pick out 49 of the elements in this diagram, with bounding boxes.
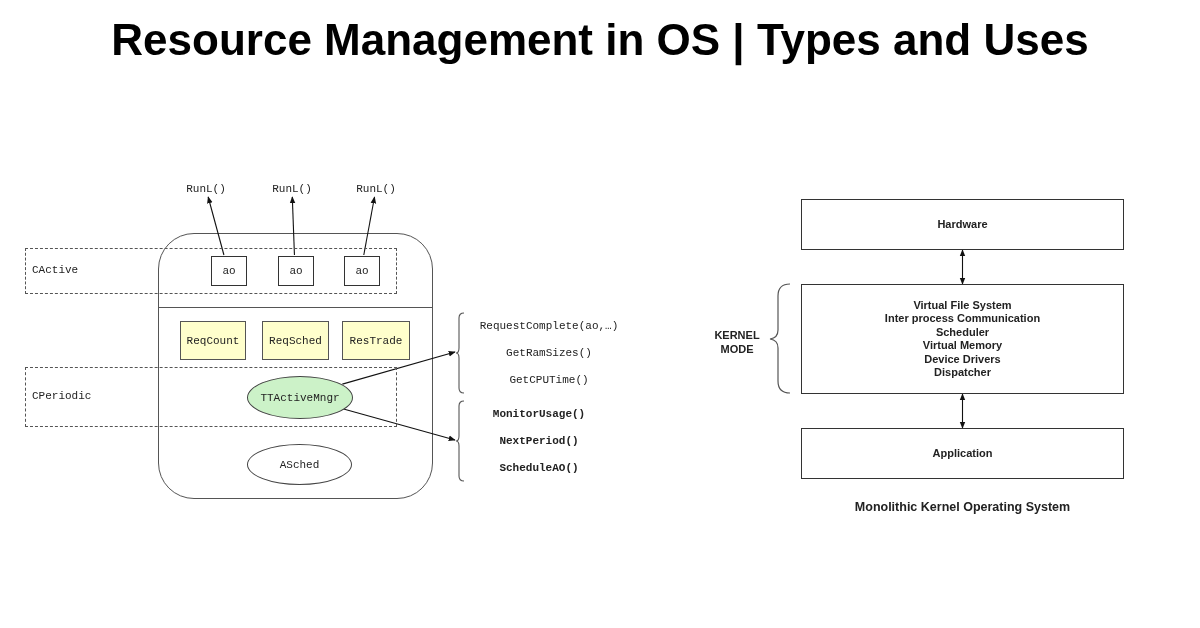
node-label: ResTrade: [349, 334, 403, 347]
arrow: [207, 196, 225, 256]
object-box: [278, 256, 314, 286]
ellipse: [247, 376, 353, 419]
arrow: [363, 196, 377, 256]
function-name: NextPeriod(): [499, 435, 579, 447]
node-label: Dispatcher: [934, 366, 991, 380]
function-name: GetCPUTime(): [509, 374, 589, 387]
node-label: ReqCount: [186, 334, 240, 347]
method-label: RunL(): [346, 181, 406, 197]
arrow: [959, 393, 966, 429]
object-box: [211, 256, 247, 286]
side-label: KERNEL MODE: [713, 328, 761, 356]
band-label: CActive: [32, 264, 79, 276]
node-label: Application: [932, 446, 993, 461]
node-label: Virtual Memory: [922, 339, 1003, 353]
node-label: Inter process Communication: [884, 312, 1041, 326]
function-name: ScheduleAO(): [499, 462, 579, 475]
arrow: [342, 408, 456, 441]
function-name: GetRamSizes(): [506, 347, 592, 359]
node-label: Virtual File System: [913, 298, 1012, 312]
class-box: [342, 321, 410, 360]
class-box: [262, 321, 329, 360]
node-label: Hardware: [937, 217, 988, 232]
function-name: RequestComplete(ao,…): [479, 319, 619, 332]
layer-box: [801, 284, 1124, 394]
dashed-band: [25, 248, 397, 294]
method-label: RunL(): [176, 181, 236, 197]
arrow: [959, 249, 966, 285]
caption: Monolithic Kernel Operating System: [853, 500, 1072, 514]
node-label: ao: [289, 265, 303, 277]
node-label: Device Drivers: [924, 352, 1001, 366]
dashed-band: [25, 367, 397, 427]
title: Resource Management in OS | Types and Uses: [110, 14, 1090, 68]
arrow: [341, 351, 456, 385]
object-box: [344, 256, 380, 286]
node-label: ao: [355, 265, 369, 277]
node-label: ao: [222, 265, 236, 277]
method-label: RunL(): [262, 181, 322, 197]
class-box: [180, 321, 246, 360]
node-label: TTActiveMngr: [260, 391, 340, 404]
function-name: MonitorUsage(): [492, 407, 586, 420]
node-label: ASched: [279, 458, 320, 471]
node-label: ReqSched: [269, 334, 322, 347]
layer-box: [801, 428, 1124, 479]
node-label: Scheduler: [935, 325, 990, 339]
arrow: [289, 196, 296, 256]
layer-box: [801, 199, 1124, 250]
band-label: CPeriodic: [32, 390, 92, 402]
